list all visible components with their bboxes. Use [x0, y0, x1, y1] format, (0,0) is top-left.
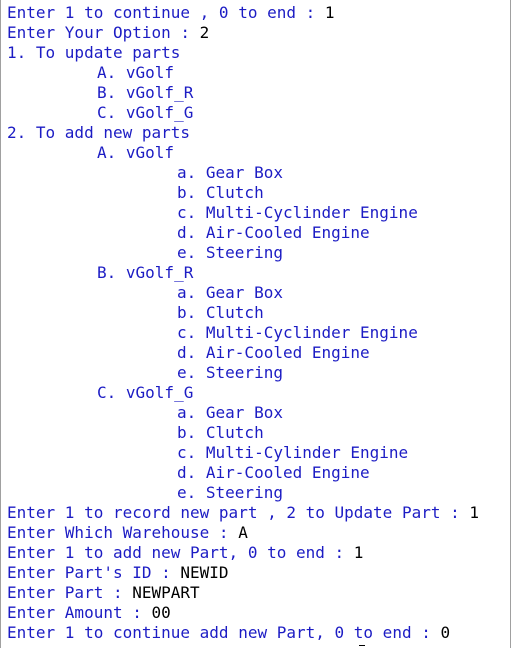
prompt-text: b. Clutch [177, 423, 264, 442]
console-line: e. Steering [7, 483, 479, 503]
prompt-text: Enter Part's ID : [7, 563, 181, 582]
user-input: 1 [324, 3, 335, 22]
prompt-text: A. vGolf [97, 143, 175, 162]
console-line: d. Air-Cooled Engine [7, 223, 479, 243]
prompt-text: a. Gear Box [177, 163, 283, 182]
prompt-text: C. vGolf_G [97, 383, 194, 402]
console-line: c. Multi-Cyclinder Engine [7, 323, 479, 343]
console-line: Enter 1 to add new Part, 0 to end : 1 [7, 543, 479, 563]
prompt-text: B. vGolf_R [97, 83, 194, 102]
user-input: 0 [440, 623, 451, 642]
console-line: b. Clutch [7, 183, 479, 203]
prompt-text: b. Clutch [177, 303, 264, 322]
console-line: A. vGolf [7, 63, 479, 83]
prompt-text: Enter 1 to continue , 0 to end : [7, 3, 325, 22]
console-line: 2. To add new parts [7, 123, 479, 143]
cut-off-glyph [359, 645, 365, 648]
prompt-text: Enter Your Option : [7, 23, 200, 42]
prompt-text: e. Steering [177, 483, 283, 502]
prompt-text: 1. To update parts [7, 43, 181, 62]
console-line: e. Steering [7, 243, 479, 263]
user-input: 1 [469, 503, 480, 522]
console-line: a. Gear Box [7, 163, 479, 183]
console-line: B. vGolf_R [7, 263, 479, 283]
prompt-text: A. vGolf [97, 63, 175, 82]
console-line: Enter 1 to record new part , 2 to Update… [7, 503, 479, 523]
prompt-text: Enter Which Warehouse : [7, 523, 239, 542]
prompt-text: C. vGolf_G [97, 103, 194, 122]
prompt-text: Enter 1 to record new part , 2 to Update… [7, 503, 470, 522]
console-line: c. Multi-Cyclinder Engine [7, 203, 479, 223]
console-line: Enter Part : NEWPART [7, 583, 479, 603]
user-input: NEWPART [132, 583, 200, 602]
user-input: A [238, 523, 248, 542]
console-line: e. Steering [7, 363, 479, 383]
console-line: Enter Your Option : 2 [7, 23, 479, 43]
console-line: B. vGolf_R [7, 83, 479, 103]
prompt-text: e. Steering [177, 243, 283, 262]
user-input: 2 [199, 23, 210, 42]
prompt-text: 2. To add new parts [7, 123, 191, 142]
console-line: Enter 1 to continue , 0 to end : 1 [7, 3, 479, 23]
user-input: 1 [353, 543, 364, 562]
prompt-text: d. Air-Cooled Engine [177, 343, 370, 362]
user-input: NEWID [180, 563, 229, 582]
prompt-text: d. Air-Cooled Engine [177, 223, 370, 242]
prompt-text: c. Multi-Cylinder Engine [177, 443, 409, 462]
console-line: Enter Which Warehouse : A [7, 523, 479, 543]
console-line: 1. To update parts [7, 43, 479, 63]
prompt-text: a. Gear Box [177, 403, 283, 422]
console-line: b. Clutch [7, 423, 479, 443]
console-line: C. vGolf_G [7, 103, 479, 123]
console-line: d. Air-Cooled Engine [7, 343, 479, 363]
console-line: Enter Part's ID : NEWID [7, 563, 479, 583]
console-line: Enter Amount : 00 [7, 603, 479, 623]
console-line: Enter 1 to continue add new Part, 0 to e… [7, 623, 479, 643]
prompt-text: c. Multi-Cyclinder Engine [177, 323, 418, 342]
prompt-text: B. vGolf_R [97, 263, 194, 282]
prompt-text: Enter Amount : [7, 603, 152, 622]
console-line: d. Air-Cooled Engine [7, 463, 479, 483]
prompt-text: c. Multi-Cyclinder Engine [177, 203, 418, 222]
prompt-text: e. Steering [177, 363, 283, 382]
console-line: A. vGolf [7, 143, 479, 163]
console-line: b. Clutch [7, 303, 479, 323]
prompt-text: Enter Part : [7, 583, 133, 602]
prompt-text: Enter 1 to add new Part, 0 to end : [7, 543, 354, 562]
console-line: a. Gear Box [7, 283, 479, 303]
user-input: 00 [151, 603, 171, 622]
prompt-text: b. Clutch [177, 183, 264, 202]
prompt-text: a. Gear Box [177, 283, 283, 302]
console-line: C. vGolf_G [7, 383, 479, 403]
console-line: a. Gear Box [7, 403, 479, 423]
console-line: c. Multi-Cylinder Engine [7, 443, 479, 463]
prompt-text: d. Air-Cooled Engine [177, 463, 370, 482]
prompt-text: Enter 1 to continue add new Part, 0 to e… [7, 623, 441, 642]
